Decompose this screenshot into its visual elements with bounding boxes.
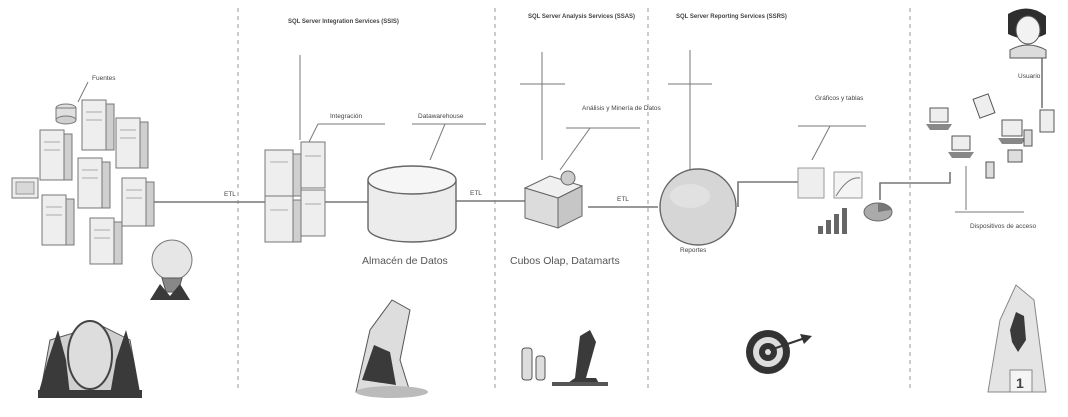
worker-clipart-icon bbox=[355, 299, 428, 398]
ssas-label: SQL Server Analysis Services (SSAS) bbox=[528, 14, 635, 20]
laptop-icon bbox=[972, 93, 996, 119]
laptop-icon bbox=[1039, 109, 1055, 133]
laptop-icon bbox=[998, 119, 1026, 144]
cubos-label-1: Cubos Olap, Datamarts bbox=[510, 255, 620, 267]
people-clipart-icon bbox=[38, 320, 142, 398]
connector-reports-charts bbox=[737, 181, 798, 207]
connector-label-3: ETL bbox=[617, 196, 629, 203]
server-icon bbox=[89, 217, 123, 265]
server-icon bbox=[41, 194, 75, 246]
ssrs-block: SQL Server Reporting Services (SSRS) Rep… bbox=[659, 14, 893, 254]
server-icon bbox=[264, 141, 326, 243]
analisis-label: Análisis y Minería de Datos bbox=[582, 105, 662, 112]
climber-icon: 1 bbox=[987, 284, 1047, 393]
fuentes-label: Fuentes bbox=[92, 75, 116, 82]
server-icon bbox=[81, 99, 115, 151]
sources-server-cluster: Fuentes bbox=[11, 75, 155, 265]
dispositivos-label-1: Dispositivos de acceso bbox=[970, 223, 1036, 230]
chart-icon bbox=[797, 167, 893, 234]
ssis-block: SQL Server Integration Services (SSIS) I… bbox=[264, 19, 399, 243]
server-icon bbox=[77, 157, 111, 209]
ssrs-label: SQL Server Reporting Services (SSRS) bbox=[676, 14, 787, 20]
database-cylinder-icon bbox=[367, 165, 457, 243]
ssas-block: SQL Server Analysis Services (SSAS) Anál… bbox=[510, 14, 662, 267]
reportes-label: Reportes bbox=[680, 247, 707, 254]
ssis-label: SQL Server Integration Services (SSIS) bbox=[288, 19, 399, 25]
lightbulb-icon bbox=[150, 239, 193, 300]
connector-label-2: ETL bbox=[470, 190, 482, 197]
almacen-label: Almacén de Datos bbox=[362, 255, 448, 267]
olap-cube-icon bbox=[523, 170, 584, 229]
user-block: Usuario bbox=[1008, 8, 1047, 108]
integracion-label: Integración bbox=[330, 113, 363, 120]
laptop-icon bbox=[948, 135, 974, 158]
datawarehouse-label: Datawarehouse bbox=[418, 113, 464, 120]
server-icon bbox=[121, 177, 155, 227]
devices-block: Dispositivos de acceso bbox=[926, 93, 1055, 230]
podium-number: 1 bbox=[1016, 375, 1024, 391]
connector-label-1: ETL bbox=[224, 191, 236, 198]
microscope-icon bbox=[521, 330, 608, 386]
phone-icon bbox=[985, 129, 1033, 179]
target-icon bbox=[746, 330, 812, 374]
report-globe-icon bbox=[659, 168, 737, 246]
laptop-icon bbox=[926, 107, 952, 130]
connector-charts-devices bbox=[879, 172, 951, 200]
usuario-label: Usuario bbox=[1018, 73, 1041, 80]
graficos-label-1: Gráficos y tablas bbox=[815, 95, 864, 102]
user-icon bbox=[1008, 8, 1047, 59]
data-warehouse-block: Datawarehouse Almacén de Datos bbox=[362, 113, 486, 267]
server-icon bbox=[115, 117, 149, 169]
server-icon bbox=[39, 129, 73, 181]
